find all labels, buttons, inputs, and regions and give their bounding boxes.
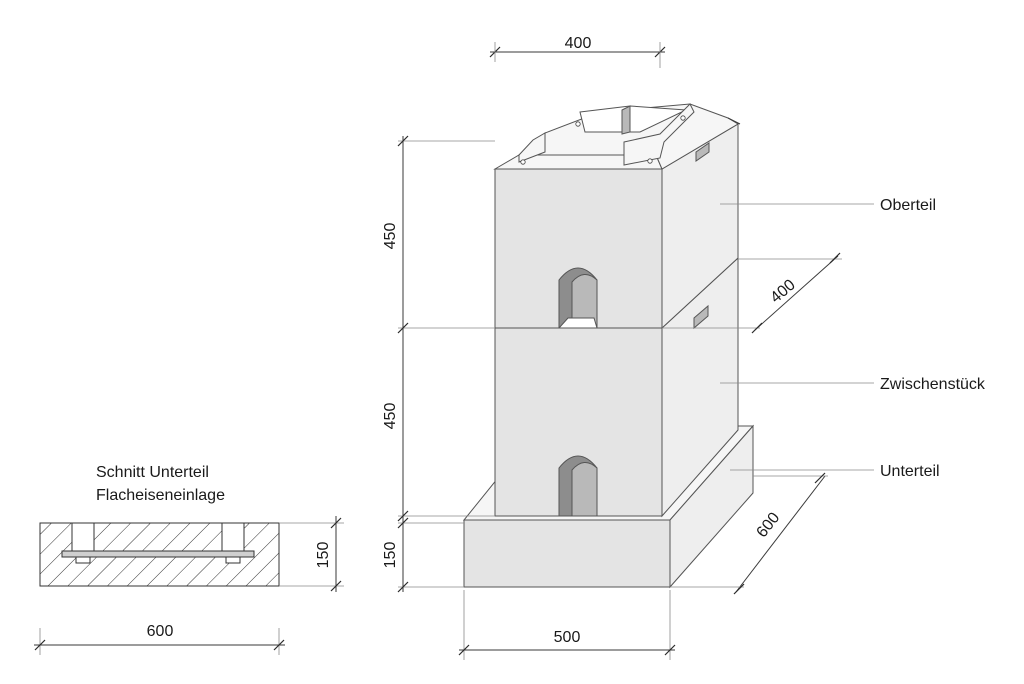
dim-top-width: 400 [489,35,666,68]
label-base-part: Unterteil [880,463,940,480]
label-top-part: Oberteil [880,197,936,214]
dim-section-width: 600 [34,623,285,655]
dim-top-height-label: 450 [382,223,399,250]
dim-section-height: 150 [279,516,344,592]
section-nut-left [75,556,91,564]
section-post-left [71,522,95,554]
dim-top-width-label: 400 [565,35,592,52]
middle-part [494,256,739,518]
dim-section-height-label: 150 [315,542,332,569]
dim-upper-depth-label: 400 [767,276,798,306]
section-post-right [221,522,245,554]
dim-front-width: 500 [458,590,676,660]
dim-base-height-label: 150 [382,542,399,569]
section-flat-iron [61,550,255,558]
dim-front-width-label: 500 [554,629,581,646]
section-nut-right [225,556,241,564]
dim-middle-height-label: 450 [382,403,399,430]
section-view: Schnitt Unterteil Flacheiseneinlage 150 … [34,464,344,655]
dim-section-width-label: 600 [147,623,174,640]
label-middle-part: Zwischenstück [880,376,986,393]
top-collar [493,103,741,170]
top-part [494,123,739,330]
section-title-line1: Schnitt Unterteil [96,464,209,481]
section-title-line2: Flacheiseneinlage [96,487,225,504]
dim-vertical-chain: 450 450 150 [382,135,495,593]
assembly: Oberteil Zwischenstück Unterteil 400 450 [382,35,986,660]
